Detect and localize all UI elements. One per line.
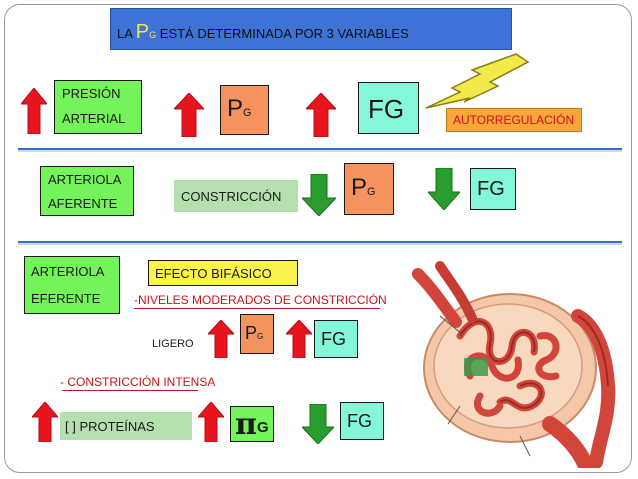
proteins-label: [ ] PROTEÍNAS (65, 419, 155, 434)
moderate-underline (134, 308, 380, 309)
efferent-line1: ARTERIOLA (31, 264, 105, 279)
title-g: G (149, 30, 157, 40)
up-arrow-icon (32, 402, 58, 442)
pi-symbol: π (235, 407, 257, 442)
pi-subscript: G (257, 419, 269, 436)
constriction-box: CONSTRICCIÓN (174, 180, 298, 212)
pg-g: G (257, 332, 264, 341)
autoregulation-label: AUTORREGULACIÓN (453, 113, 575, 127)
blood-pressure-box: PRESIÓN ARTERIAL (54, 80, 142, 134)
fg-box-row1: FG (358, 82, 419, 134)
slight-label: LIGERO (152, 338, 194, 350)
up-arrow-icon (208, 320, 234, 358)
fg-label: FG (368, 94, 405, 124)
up-arrow-icon (306, 93, 336, 137)
down-arrow-icon (428, 168, 460, 210)
title-suffix: ESTÁ DETERMINADA POR 3 VARIABLES (156, 26, 409, 41)
oncotic-pressure-box: π G (230, 406, 274, 442)
moderate-constriction-label: -NIVELES MODERADOS DE CONSTRICCIÓN (134, 293, 387, 307)
efferent-arteriole-box: ARTERIOLA EFERENTE (24, 256, 120, 314)
up-arrow-icon (174, 93, 204, 137)
blood-pressure-line1: PRESIÓN (62, 86, 121, 101)
fg-box-row2: FG (470, 168, 516, 210)
fg-label: FG (321, 329, 346, 349)
down-arrow-icon (302, 404, 334, 444)
lightning-icon (425, 53, 530, 109)
separator-2 (18, 241, 622, 243)
title-box: LA PG ESTÁ DETERMINADA POR 3 VARIABLES (110, 8, 512, 50)
fg-box-row3b: FG (340, 402, 384, 440)
title-p: P (135, 21, 150, 43)
pg-p: P (227, 95, 244, 122)
pg-g: G (243, 107, 252, 119)
title-prefix: LA (117, 26, 136, 41)
pg-box-row3: PG (240, 314, 274, 354)
autoregulation-box: AUTORREGULACIÓN (446, 108, 582, 132)
fg-label: FG (477, 178, 505, 200)
separator-1 (18, 148, 622, 150)
blood-pressure-line2: ARTERIAL (62, 111, 126, 126)
pg-box-row2: PG (344, 163, 394, 215)
constriction-label: CONSTRICCIÓN (181, 189, 282, 204)
biphasic-label: EFECTO BIFÁSICO (155, 266, 272, 281)
kidney-glomerulus-illustration (412, 261, 616, 468)
pg-p: P (351, 174, 368, 201)
pg-g: G (367, 186, 376, 198)
fg-box-row3a: FG (314, 320, 358, 358)
fg-label: FG (347, 411, 372, 431)
up-arrow-icon (21, 88, 47, 134)
down-arrow-icon (302, 174, 336, 216)
afferent-line1: ARTERIOLA (48, 172, 122, 187)
pg-p: P (245, 323, 258, 343)
afferent-line2: AFERENTE (48, 196, 118, 211)
intense-underline (62, 390, 198, 391)
up-arrow-icon (286, 320, 312, 358)
pg-box-row1: PG (220, 85, 269, 135)
up-arrow-icon (198, 402, 224, 442)
biphasic-effect-box: EFECTO BIFÁSICO (148, 260, 298, 286)
efferent-line2: EFERENTE (31, 291, 101, 306)
afferent-arteriole-box: ARTERIOLA AFERENTE (40, 166, 134, 216)
intense-constriction-label: - CONSTRICCIÓN INTENSA (60, 375, 216, 389)
proteins-box: [ ] PROTEÍNAS (60, 412, 192, 440)
